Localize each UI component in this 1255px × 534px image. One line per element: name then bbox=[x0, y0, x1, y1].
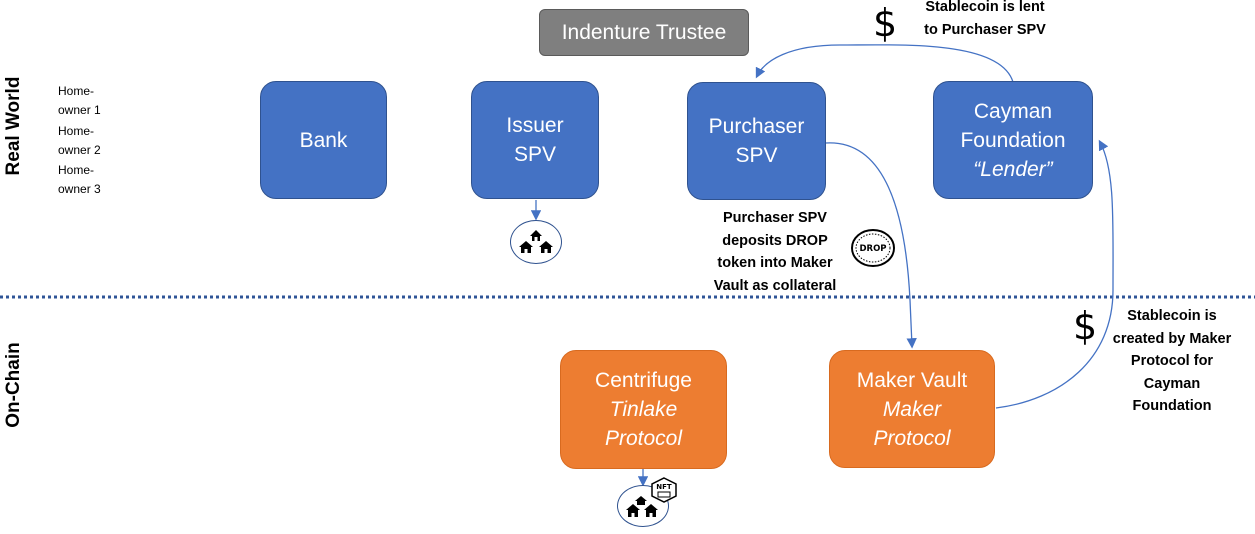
arrow-maker-to-cayman bbox=[995, 139, 1114, 409]
note-created-line4: Cayman bbox=[1143, 375, 1201, 392]
issuer-spv-box: Issuer SPV bbox=[471, 81, 599, 199]
nft-icon: NFT bbox=[650, 477, 678, 503]
note-purchaser-deposits: Purchaser SPV deposits DROP token into M… bbox=[690, 207, 860, 297]
issuer-label-line2: SPV bbox=[513, 143, 557, 166]
note-deposit-line2: deposits DROP bbox=[722, 232, 828, 249]
purchaser-label-line2: SPV bbox=[735, 144, 778, 167]
centrifuge-label-line3: Protocol bbox=[604, 427, 683, 450]
note-created-line2: created by Maker bbox=[1112, 330, 1232, 347]
cayman-label-line3: “Lender” bbox=[973, 157, 1053, 181]
bank-box: Bank bbox=[260, 81, 387, 199]
note-created-line3: Protocol for bbox=[1130, 353, 1214, 369]
cayman-label-line1: Cayman bbox=[973, 99, 1053, 123]
centrifuge-label-line1: Centrifuge bbox=[595, 369, 692, 392]
note-lent-line1: Stablecoin is lent bbox=[925, 0, 1045, 15]
homeowner-3-line-a: Home- bbox=[58, 163, 95, 177]
note-deposit-line1: Purchaser SPV bbox=[723, 210, 827, 226]
homeowner-1-line-b: owner 1 bbox=[58, 103, 101, 117]
arrow-purchaser-to-maker bbox=[825, 142, 917, 349]
note-stablecoin-created: Stablecoin is created by Maker Protocol … bbox=[1097, 305, 1247, 418]
maker-label-line1: Maker Vault bbox=[856, 368, 968, 392]
indenture-trustee-box: Indenture Trustee bbox=[539, 9, 749, 56]
dollar-icon: $ bbox=[1073, 304, 1098, 348]
issuer-label-line1: Issuer bbox=[506, 114, 564, 137]
homeowner-1-line-a: Home- bbox=[58, 84, 95, 98]
homeowner-2-line-b: owner 2 bbox=[58, 143, 101, 157]
purchaser-spv-box: Purchaser SPV bbox=[687, 82, 826, 200]
centrifuge-label-line2: Tinlake bbox=[609, 398, 678, 421]
houses-icon bbox=[510, 220, 562, 264]
cayman-label-line2: Foundation bbox=[960, 128, 1066, 152]
cayman-foundation-box: Cayman Foundation “Lender” bbox=[933, 81, 1093, 199]
bank-label: Bank bbox=[299, 128, 348, 152]
note-stablecoin-lent: Stablecoin is lent to Purchaser SPV bbox=[905, 0, 1065, 41]
indenture-trustee-label: Indenture Trustee bbox=[561, 21, 727, 44]
maker-vault-box: Maker Vault Maker Protocol bbox=[829, 350, 995, 468]
drop-token-label: DROP bbox=[859, 244, 886, 254]
note-deposit-line4: Vault as collateral bbox=[713, 277, 837, 294]
note-created-line1: Stablecoin is bbox=[1127, 308, 1217, 324]
note-deposit-line3: token into Maker bbox=[717, 255, 833, 271]
maker-label-line2: Maker bbox=[882, 397, 942, 421]
purchaser-label-line1: Purchaser bbox=[708, 115, 805, 138]
maker-label-line3: Protocol bbox=[873, 426, 951, 450]
drop-token-icon: DROP bbox=[850, 228, 896, 268]
homeowner-2-line-a: Home- bbox=[58, 124, 95, 138]
homeowner-3-line-b: owner 3 bbox=[58, 182, 101, 196]
note-created-line5: Foundation bbox=[1132, 398, 1212, 414]
note-lent-line2: to Purchaser SPV bbox=[924, 21, 1046, 38]
dollar-icon: $ bbox=[873, 1, 898, 45]
nft-icon-label: NFT bbox=[656, 483, 672, 491]
centrifuge-box: Centrifuge Tinlake Protocol bbox=[560, 350, 727, 469]
arrow-cayman-to-purchaser bbox=[755, 44, 1014, 83]
